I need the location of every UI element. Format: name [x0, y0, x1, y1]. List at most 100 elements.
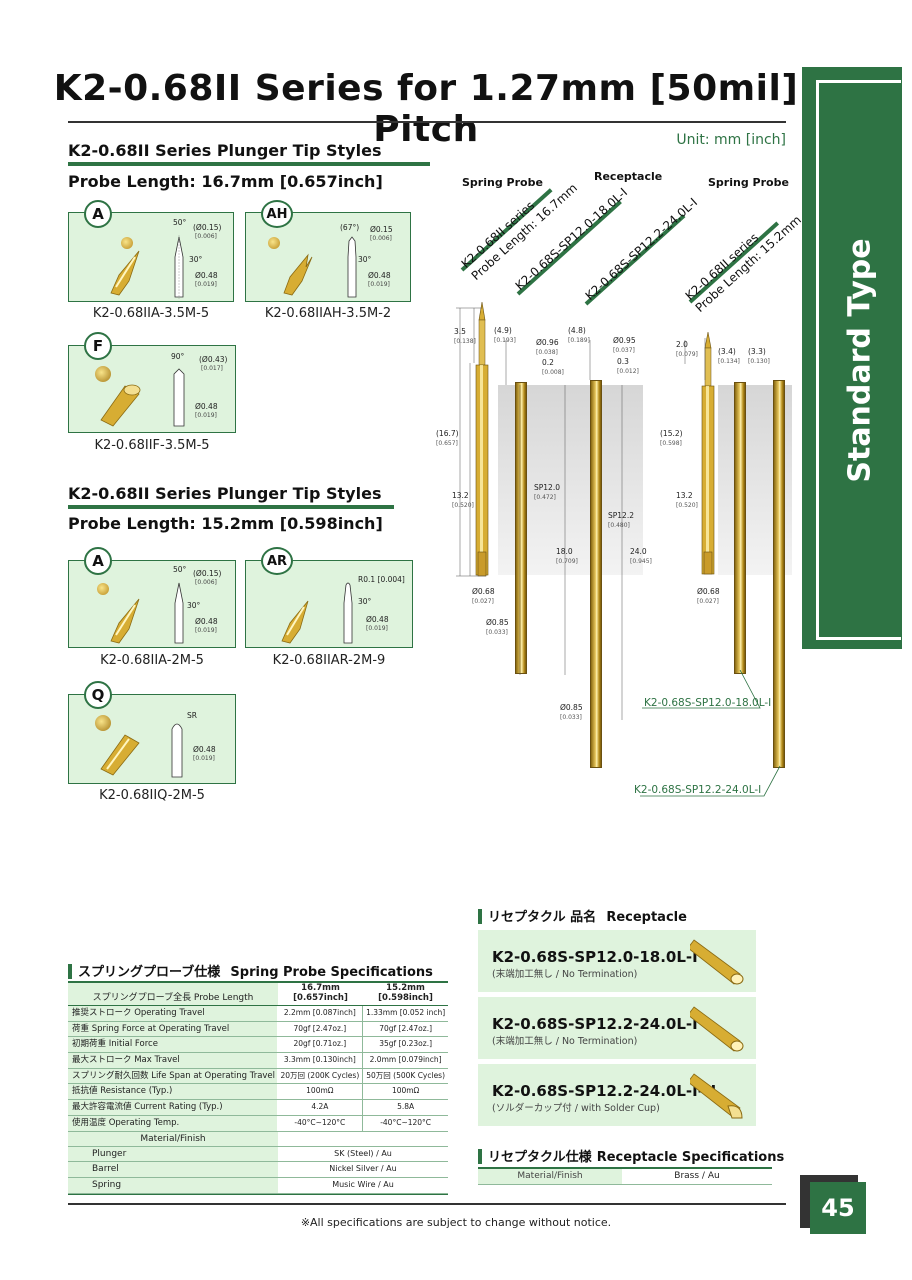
receptacle-card-3: K2-0.68S-SP12.2-24.0L-I-U (ソルダーカップ付 / wi…: [478, 1064, 756, 1126]
badge-f: F: [84, 332, 112, 360]
spec-row-label: 抵抗値 Resistance (Typ.): [68, 1084, 278, 1100]
dim-r5: 13.2[0.520]: [676, 491, 698, 509]
spec-row-label: 最大ストローク Max Travel: [68, 1053, 278, 1068]
dim-l: 18.0[0.709]: [556, 547, 578, 565]
tip-top-view: [97, 583, 109, 595]
tip-d2-inch: [0.019]: [368, 281, 390, 288]
dim-g: 0.3[0.012]: [617, 357, 639, 375]
spec-header-col2: 15.2mm[0.598inch]: [378, 983, 433, 1003]
receptacle-18-right: [734, 382, 746, 674]
spec-row-value-16-7: 3.3mm [0.130inch]: [277, 1053, 364, 1068]
tip-model: K2-0.68IIAH-3.5M-2: [264, 306, 392, 321]
spec-table: スプリングプローブ全長 Probe Length 16.7mm[0.657inc…: [68, 981, 448, 1195]
dim-c: (4.8)[0.189]: [568, 326, 590, 344]
spec-row-value-15-2: 2.0mm [0.079inch]: [369, 1055, 442, 1065]
spec-row: 荷重 Spring Force at Operating Travel 70gf …: [68, 1021, 448, 1038]
tip-top-view: [95, 715, 111, 731]
badge-ah: AH: [261, 200, 293, 228]
tip-profile: [173, 368, 185, 427]
material-value: Nickel Silver / Au: [329, 1164, 397, 1174]
tip-d1: (Ø0.15): [193, 569, 222, 578]
tip-3d-view: [281, 600, 309, 644]
badge-a: A: [84, 200, 112, 228]
tip-profile: [174, 235, 184, 299]
tip-d2-inch: [0.019]: [195, 281, 217, 288]
spec-row-label: 使用温度 Operating Temp.: [68, 1115, 278, 1131]
heading-marker: [68, 964, 72, 979]
tip-model: K2-0.68IIA-2M-5: [100, 653, 204, 668]
tip-d1-inch: [0.017]: [201, 365, 223, 372]
tip-d2: Ø0.48: [366, 615, 389, 624]
dim-a: 3.5[0.138]: [454, 327, 476, 345]
rot-label-left-2: Probe Length: 16.7mm: [468, 180, 580, 283]
section2-heading: K2-0.68II Series Plunger Tip Styles: [68, 484, 382, 503]
tip-d2-inch: [0.019]: [195, 627, 217, 634]
material-row: Barrel Nickel Silver / Au: [68, 1162, 448, 1178]
tip-angle: 50°: [173, 565, 187, 574]
receptacle-24: [590, 380, 602, 768]
dim-n: Ø0.68[0.027]: [472, 587, 495, 605]
page-title: K2-0.68II Series for 1.27mm [50mil] Pitc…: [53, 68, 799, 150]
dim-f: Ø0.95[0.037]: [613, 336, 636, 354]
spec-value: Brass / Au: [674, 1171, 720, 1181]
title-rule: [68, 121, 786, 123]
dimension-lines: [456, 307, 706, 720]
tip-angle2: 30°: [187, 601, 201, 610]
label-spring-probe-left: Spring Probe: [462, 176, 543, 189]
material-part: Plunger: [68, 1146, 278, 1162]
spec-label: Material/Finish: [478, 1169, 622, 1184]
receptacle-18: [515, 382, 527, 674]
receptacle-spec-heading: リセプタクル仕様 Receptacle Specifications: [478, 1146, 784, 1165]
tip-d1-inch: [0.006]: [195, 579, 217, 586]
tip-d2-inch: [0.019]: [195, 412, 217, 419]
spec-row-value-15-2: 100mΩ: [391, 1086, 420, 1096]
sidebar-frame: [816, 80, 901, 640]
page-number: 45: [810, 1182, 866, 1234]
material-part: Barrel: [68, 1162, 278, 1177]
dim-r6: Ø0.68[0.027]: [697, 587, 720, 605]
dim-b: (4.9)[0.193]: [494, 326, 516, 344]
spec-row-value-15-2: 5.8A: [397, 1102, 415, 1112]
tip-d2: Ø0.48: [195, 617, 218, 626]
tip-angle: R0.1 [0.004]: [358, 575, 405, 584]
dim-k: SP12.2[0.480]: [608, 511, 634, 529]
tip-3d-view: [100, 384, 141, 427]
receptacle-name: K2-0.68S-SP12.0-18.0L-I: [492, 948, 698, 966]
spec-row-value-16-7: 20万回 (200K Cycles): [277, 1068, 364, 1084]
receptacle-name: K2-0.68S-SP12.2-24.0L-I: [492, 1015, 698, 1033]
spec-row-label: 荷重 Spring Force at Operating Travel: [68, 1021, 278, 1037]
callout-receptacle-18: K2-0.68S-SP12.0-18.0L-I: [644, 697, 772, 709]
receptacle-name: K2-0.68S-SP12.2-24.0L-I-U: [492, 1082, 717, 1100]
tip-model: K2-0.68IIQ-2M-5: [99, 788, 205, 803]
section2-probe-length: Probe Length: 15.2mm [0.598inch]: [68, 514, 383, 533]
receptacle-card-1: K2-0.68S-SP12.0-18.0L-I (末端加工無し / No Ter…: [478, 930, 756, 992]
label-receptacle: Receptacle: [594, 170, 663, 183]
spec-row-value-15-2: 70gf [2.47oz.]: [379, 1023, 433, 1033]
dim-r2: (3.4)[0.134]: [718, 347, 740, 365]
receptacle-card-2: K2-0.68S-SP12.2-24.0L-I (末端加工無し / No Ter…: [478, 997, 756, 1059]
badge-q: Q: [84, 681, 112, 709]
tip-top-view: [268, 237, 280, 249]
heading-marker: [478, 1149, 482, 1164]
tip-profile: [174, 582, 184, 644]
section1-bar: [68, 162, 430, 166]
label-spring-probe-right: Spring Probe: [708, 176, 789, 189]
sidebar-label: Standard Type: [843, 237, 879, 483]
receptacle-image: [690, 1073, 743, 1119]
receptacle-heading: リセプタクル 品名 Receptacle: [478, 906, 687, 925]
spec-row-value-16-7: 2.2mm [0.087inch]: [277, 1006, 364, 1021]
tip-model: K2-0.68IIAR-2M-9: [272, 653, 386, 668]
tip-3d-view: [100, 734, 140, 776]
spec-row-value-15-2: -40°C~120°C: [380, 1117, 432, 1127]
dim-r1: 2.0[0.079]: [676, 340, 698, 358]
tip-d1: Ø0.15: [370, 225, 393, 234]
tip-d1: (Ø0.15): [193, 223, 222, 232]
tip-angle: 90°: [171, 352, 185, 361]
material-label: Material/Finish: [68, 1131, 278, 1146]
tip-profile: [171, 723, 183, 778]
material-part: Spring: [68, 1177, 278, 1193]
dim-h: (16.7)[0.657]: [436, 429, 459, 447]
tip-d2: Ø0.48: [368, 271, 391, 280]
